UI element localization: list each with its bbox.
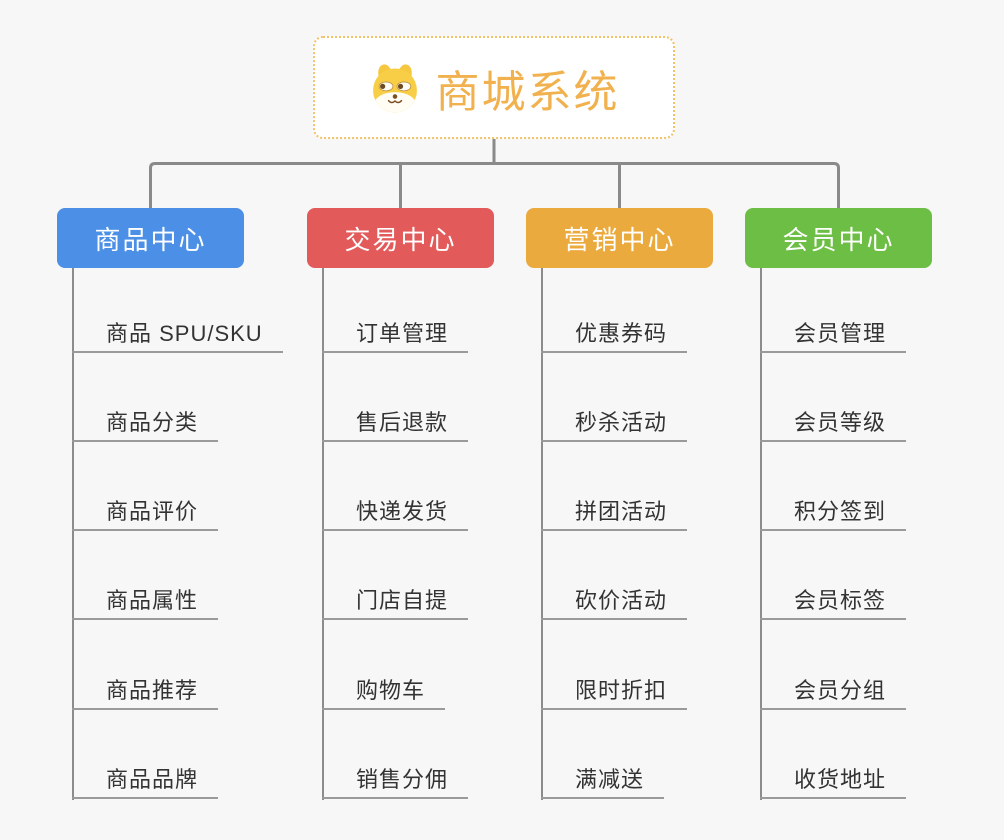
leaf-node[interactable]: 限时折扣: [541, 680, 688, 710]
leaf-node[interactable]: 商品属性: [72, 590, 219, 620]
root-title: 商城系统: [435, 67, 620, 117]
leaf-node[interactable]: 门店自提: [322, 590, 469, 620]
branch-node-marketing-center[interactable]: 营销中心: [526, 208, 713, 268]
leaf-node[interactable]: 会员标签: [760, 590, 907, 620]
leaf-node[interactable]: 积分签到: [760, 501, 907, 531]
leaf-node[interactable]: 满减送: [541, 769, 665, 799]
doge-dog-icon: [372, 63, 417, 112]
leaf-node[interactable]: 商品评价: [72, 501, 219, 531]
leaf-node[interactable]: 商品 SPU/SKU: [72, 323, 283, 353]
leaf-node[interactable]: 快递发货: [322, 501, 469, 531]
leaf-node[interactable]: 商品推荐: [72, 680, 219, 710]
branch-trunk-line: [72, 268, 74, 800]
leaf-node[interactable]: 销售分佣: [322, 769, 469, 799]
connector-group: [149, 139, 840, 209]
branch-trunk-line: [322, 268, 324, 800]
leaf-node[interactable]: 会员分组: [760, 680, 907, 710]
leaf-node[interactable]: 优惠券码: [541, 323, 688, 353]
leaf-node[interactable]: 购物车: [322, 680, 446, 710]
branch-node-trade-center[interactable]: 交易中心: [307, 208, 494, 268]
leaf-node[interactable]: 砍价活动: [541, 590, 688, 620]
leaf-node[interactable]: 商品品牌: [72, 769, 219, 799]
root-node[interactable]: 商城系统: [313, 36, 675, 139]
branch-node-member-center[interactable]: 会员中心: [745, 208, 932, 268]
leaf-node[interactable]: 会员管理: [760, 323, 907, 353]
branch-rail-line: [149, 162, 840, 209]
leaf-node[interactable]: 拼团活动: [541, 501, 688, 531]
leaf-node[interactable]: 售后退款: [322, 412, 469, 442]
leaf-node[interactable]: 商品分类: [72, 412, 219, 442]
leaf-node[interactable]: 订单管理: [322, 323, 469, 353]
branch-trunk-line: [541, 268, 543, 800]
branch-trunk-line: [760, 268, 762, 800]
branch-node-product-center[interactable]: 商品中心: [57, 208, 244, 268]
leaf-node[interactable]: 秒杀活动: [541, 412, 688, 442]
leaf-node[interactable]: 收货地址: [760, 769, 907, 799]
leaf-node[interactable]: 会员等级: [760, 412, 907, 442]
